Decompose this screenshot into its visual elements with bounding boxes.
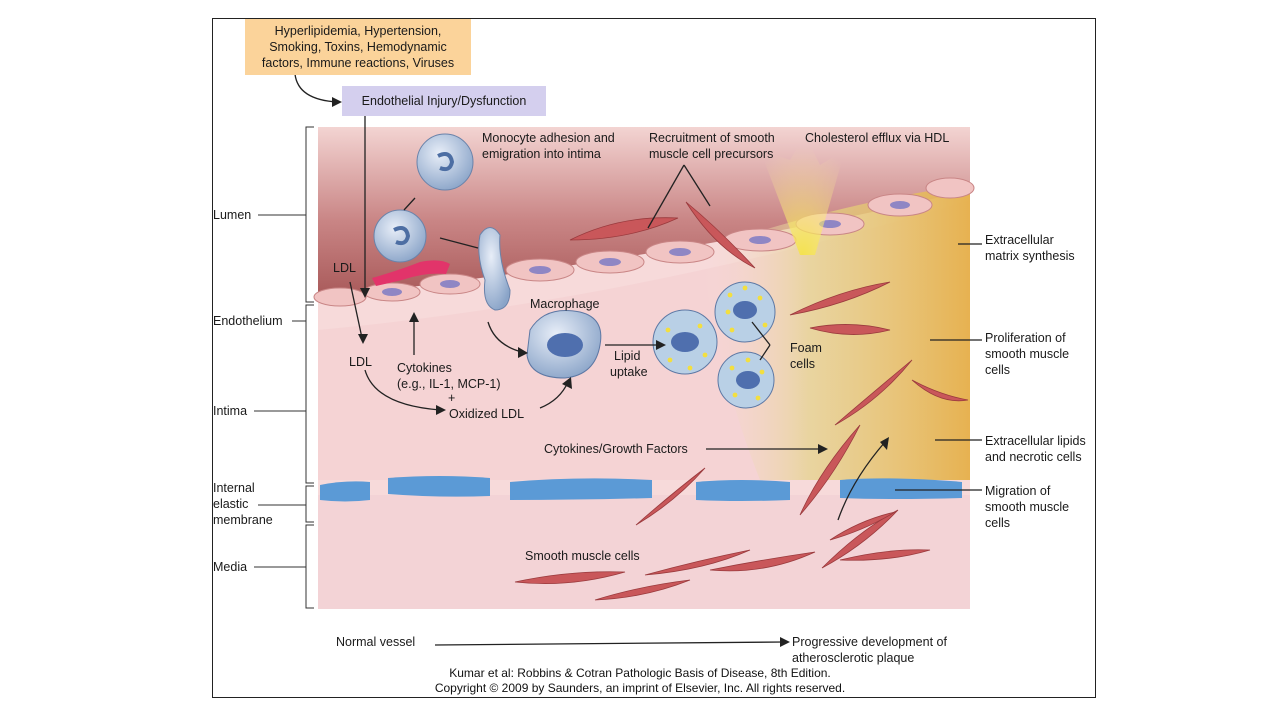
emigrating-monocyte [478,227,511,311]
label-prolif-1: Proliferation of [985,331,1066,345]
risk-factors-box: Hyperlipidemia, Hypertension, Smoking, T… [245,19,471,75]
label-recruit-1: Recruitment of smooth [649,131,775,145]
label-media: Media [213,560,247,574]
label-monocyte-2: emigration into intima [482,147,601,161]
monocyte [416,133,474,191]
endothelial-injury-box: Endothelial Injury/Dysfunction [342,86,546,116]
endothelial-nuclei [382,201,910,296]
label-cytokines-2: (e.g., IL-1, MCP-1) [397,377,501,391]
label-ldl-mid: LDL [349,355,372,369]
label-growth-factors: Cytokines/Growth Factors [544,442,688,456]
layer-brackets [254,126,314,609]
label-progressive-2: atherosclerotic plaque [792,651,914,665]
label-lipid-2: uptake [610,365,648,379]
label-oxidized-ldl: Oxidized LDL [449,407,524,421]
label-monocyte-1: Monocyte adhesion and [482,131,615,145]
endothelial-injury-label: Endothelial Injury/Dysfunction [361,94,527,108]
label-recruit-2: muscle cell precursors [649,147,773,161]
label-intima: Intima [213,404,247,418]
label-lipid-1: Lipid [614,349,640,363]
adhering-monocyte [373,209,427,263]
label-endothelium: Endothelium [213,314,283,328]
internal-elastic-membrane [320,476,962,502]
label-iem-1: Internal [213,481,255,495]
arrows [294,73,982,646]
label-normal-vessel: Normal vessel [336,635,415,649]
label-ecm-2: matrix synthesis [985,249,1075,263]
label-ldl-top: LDL [333,261,356,275]
label-plus: + [448,391,455,405]
label-foam-2: cells [790,357,815,371]
label-ecm-1: Extracellular [985,233,1054,247]
risk-factors-line-3: factors, Immune reactions, Viruses [261,56,455,70]
label-lipids-1: Extracellular lipids [985,434,1086,448]
label-iem-3: membrane [213,513,273,527]
foam-cells [652,281,776,409]
label-lumen: Lumen [213,208,251,222]
label-lipids-2: and necrotic cells [985,450,1082,464]
smooth-muscle-cells [514,201,969,601]
risk-factors-line-1: Hyperlipidemia, Hypertension, [274,24,442,38]
macrophage [526,310,602,379]
label-macrophage: Macrophage [530,297,600,311]
label-foam-1: Foam [790,341,822,355]
label-iem-2: elastic [213,497,248,511]
credit-line-2: Copyright © 2009 by Saunders, an imprint… [434,681,846,695]
label-cytokines-1: Cytokines [397,361,452,375]
label-hdl: Cholesterol efflux via HDL [805,131,949,145]
label-migr-2: smooth muscle [985,500,1069,514]
hdl-efflux [760,135,845,255]
label-migr-1: Migration of [985,484,1051,498]
diagram-labels: Lumen Endothelium Intima Internal elasti… [213,131,1086,665]
label-prolif-3: cells [985,363,1010,377]
label-progressive-1: Progressive development of [792,635,947,649]
label-migr-3: cells [985,516,1010,530]
risk-factors-line-2: Smoking, Toxins, Hemodynamic [269,40,447,54]
adhesion-molecule [372,260,450,286]
credit-line-1: Kumar et al: Robbins & Cotran Pathologic… [449,666,831,680]
arrowheads [332,97,889,647]
label-smooth-muscle-cells: Smooth muscle cells [525,549,640,563]
label-prolif-2: smooth muscle [985,347,1069,361]
